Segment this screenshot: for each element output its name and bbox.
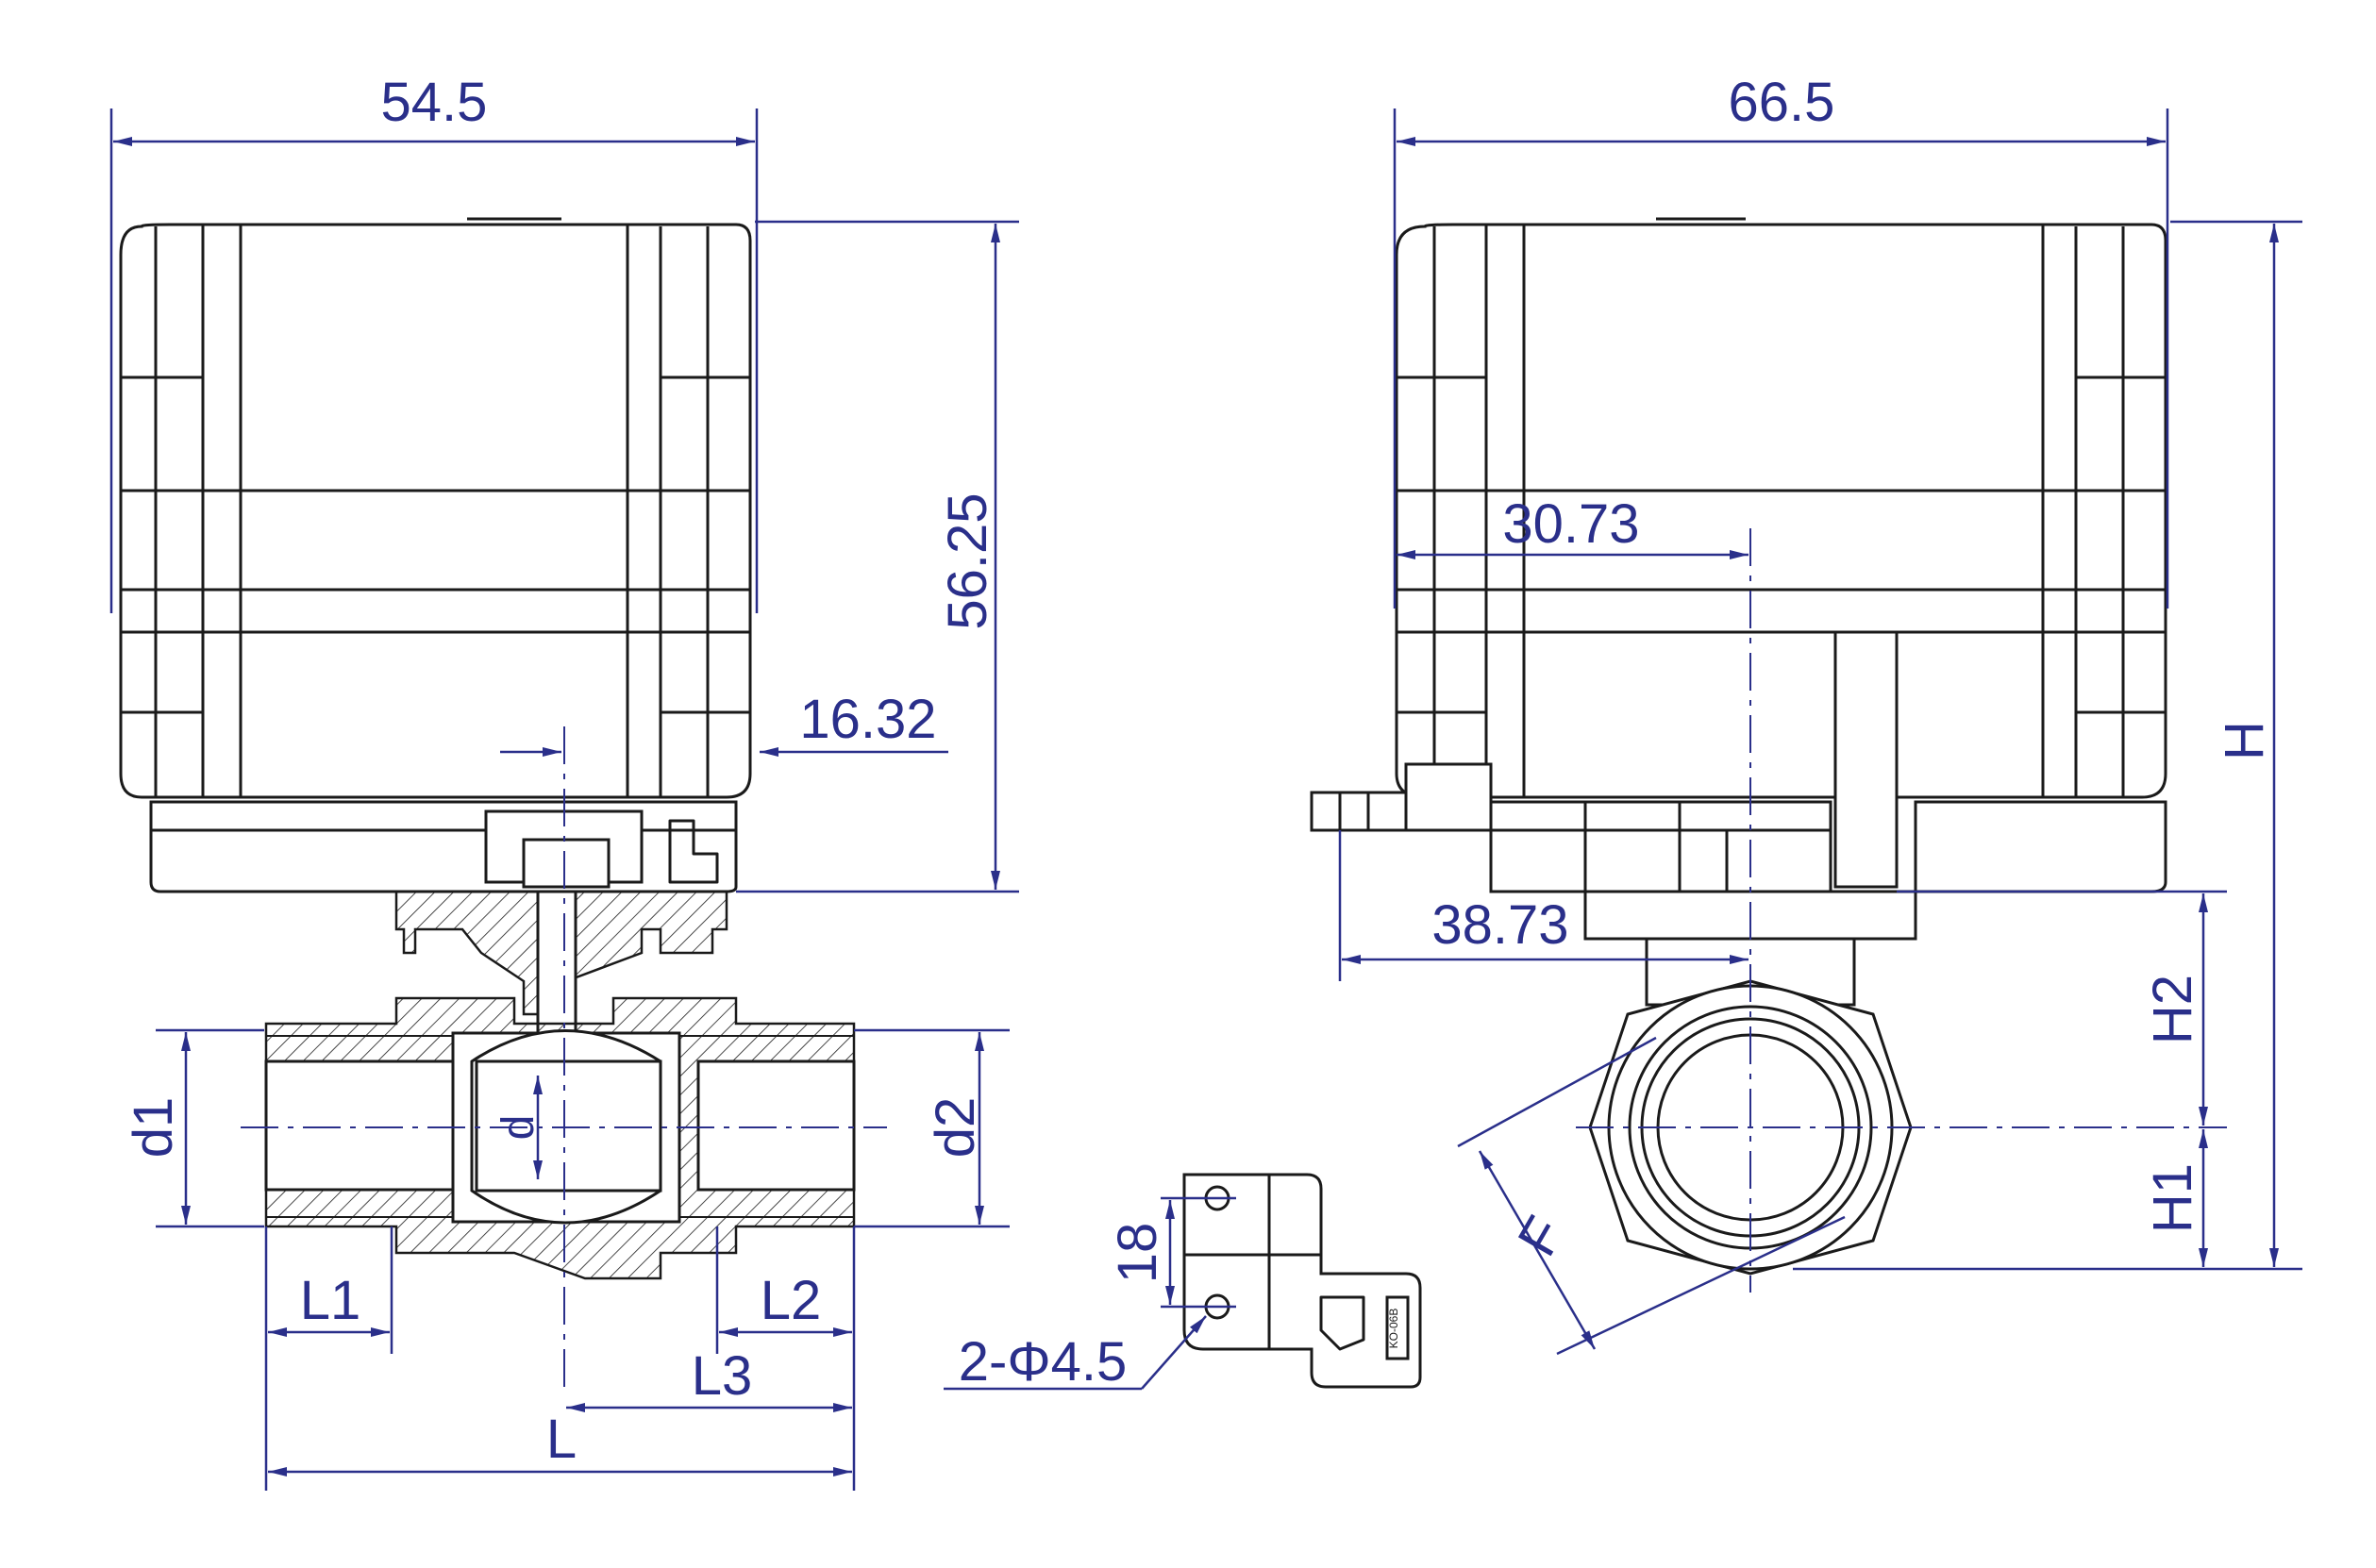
dim-actuator-height: 56.25 — [937, 492, 998, 629]
dim-bracket-18: 18 — [1107, 1223, 1168, 1284]
dim-holes: 2-Φ4.5 — [959, 1331, 1127, 1393]
valve-body-front — [264, 996, 856, 1280]
dim-length-l1: L1 — [300, 1270, 361, 1331]
dim-total-height: H — [2214, 721, 2275, 760]
front-view: 54.5 56.25 16.32 d1 d2 d L1 L2 — [109, 72, 1019, 1491]
dim-length-l2: L2 — [761, 1270, 822, 1331]
dim-port-d1: d1 — [123, 1097, 184, 1159]
dim-stem-offset: 16.32 — [799, 689, 936, 750]
dim-port-d2: d2 — [925, 1097, 986, 1159]
dim-height-h2: H2 — [2142, 975, 2203, 1044]
dim-length-l: L — [546, 1409, 577, 1470]
dim-height-h1: H1 — [2142, 1163, 2203, 1233]
dim-length-l3: L3 — [692, 1345, 753, 1407]
dim-top-right-width: 66.5 — [1729, 72, 1835, 133]
dim-bore-d: d — [494, 1115, 544, 1141]
side-view: 66.5 30.73 38.73 H H2 H1 F — [1310, 72, 2302, 1356]
bracket-plate-text: KO-06B — [1387, 1309, 1400, 1349]
actuator-front — [119, 217, 752, 893]
actuator-side — [1310, 217, 2167, 1007]
dim-top-left-width: 54.5 — [381, 72, 488, 133]
dim-offset-30: 30.73 — [1502, 493, 1639, 555]
dim-offset-38: 38.73 — [1431, 894, 1568, 956]
mounting-bracket: KO-06B 18 2-Φ4.5 — [944, 1173, 1422, 1393]
